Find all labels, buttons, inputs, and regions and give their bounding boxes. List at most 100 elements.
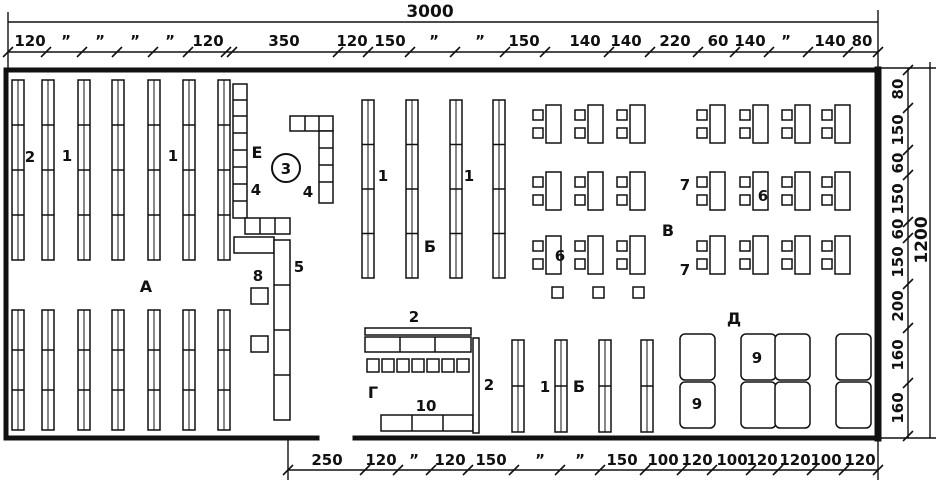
table-group bbox=[739, 171, 769, 211]
zone-g-counters bbox=[364, 327, 480, 434]
zone-label-v: В bbox=[662, 221, 674, 240]
right-dimension-ticks bbox=[902, 64, 914, 442]
shelving-rack bbox=[405, 99, 419, 279]
right-tick bbox=[902, 278, 914, 290]
mark-4-left: 4 bbox=[251, 181, 261, 199]
right-dim-2: 150 bbox=[889, 114, 907, 145]
circle-mark-3 bbox=[271, 153, 301, 183]
table-group bbox=[821, 104, 851, 144]
shelving-rack bbox=[554, 339, 568, 433]
bottom-dimension-ticks bbox=[282, 464, 884, 476]
table-group bbox=[616, 171, 646, 211]
mark-2-left: 2 bbox=[25, 148, 35, 166]
top-dim-8: 120 bbox=[336, 32, 367, 50]
table-group bbox=[532, 235, 562, 275]
top-tick bbox=[404, 46, 416, 58]
top-tick bbox=[802, 46, 814, 58]
bottom-tick bbox=[745, 464, 757, 476]
shelving-rack bbox=[147, 309, 161, 431]
zone-b-racks bbox=[361, 99, 654, 433]
bottom-tick bbox=[554, 464, 566, 476]
top-dim-15: 220 bbox=[659, 32, 690, 50]
right-tick bbox=[902, 216, 914, 228]
mark-7-top: 7 bbox=[680, 176, 690, 194]
top-tick bbox=[332, 46, 344, 58]
bottom-tick bbox=[594, 464, 606, 476]
top-tick bbox=[226, 46, 238, 58]
bottom-dim-4: 120 bbox=[434, 451, 465, 469]
top-dim-6: 120 bbox=[192, 32, 223, 50]
cabinet bbox=[774, 381, 811, 429]
right-dim-8: 160 bbox=[889, 339, 907, 370]
table-group bbox=[781, 104, 811, 144]
top-tick bbox=[40, 46, 52, 58]
right-tick bbox=[902, 377, 914, 389]
zone-label-g: Г bbox=[368, 383, 378, 402]
table-group bbox=[574, 235, 604, 275]
shelving-rack bbox=[217, 79, 231, 261]
right-tick bbox=[902, 430, 914, 442]
table-group bbox=[574, 104, 604, 144]
right-tick bbox=[902, 169, 914, 181]
table-group bbox=[781, 171, 811, 211]
bottom-dim-11: 100 bbox=[716, 451, 747, 469]
overall-length-label: 3000 bbox=[406, 2, 453, 22]
mark-1-b-lower: 1 bbox=[540, 378, 550, 396]
top-tick bbox=[449, 46, 461, 58]
zone-label-d: Д bbox=[727, 309, 741, 328]
bottom-tick bbox=[392, 464, 404, 476]
top-dim-4: ” bbox=[130, 32, 140, 50]
mark-6-right: 6 bbox=[758, 187, 768, 205]
top-dim-17: 140 bbox=[734, 32, 765, 50]
shelving-rack bbox=[41, 309, 55, 431]
bottom-dimension-labels: 250 120 ” 120 150 ” ” 150 100 120 100 12… bbox=[311, 451, 875, 469]
chair bbox=[632, 286, 645, 299]
bottom-dim-14: 100 bbox=[810, 451, 841, 469]
table-group bbox=[739, 235, 769, 275]
mark-4-right: 4 bbox=[303, 183, 313, 201]
mark-1-b1: 1 bbox=[378, 167, 388, 185]
top-tick bbox=[692, 46, 704, 58]
right-tick bbox=[902, 232, 914, 244]
bottom-tick bbox=[462, 464, 474, 476]
mark-1-a2: 1 bbox=[168, 147, 178, 165]
cabinet bbox=[835, 381, 872, 429]
right-dim-3: 60 bbox=[889, 153, 907, 174]
shelving-rack bbox=[182, 309, 196, 431]
overall-depth-label: 1200 bbox=[912, 216, 932, 263]
shelving-rack bbox=[598, 339, 612, 433]
bottom-tick bbox=[639, 464, 651, 476]
bottom-dim-5: 150 bbox=[475, 451, 506, 469]
building-walls bbox=[3, 66, 882, 442]
table-group bbox=[696, 235, 726, 275]
bottom-dim-6: ” bbox=[535, 451, 545, 469]
shelving-rack bbox=[41, 79, 55, 261]
bottom-dim-2: 120 bbox=[365, 451, 396, 469]
zone-e-counter bbox=[232, 83, 291, 235]
table-group bbox=[616, 235, 646, 275]
shelving-rack bbox=[147, 79, 161, 261]
table-group bbox=[696, 104, 726, 144]
bottom-dim-9: 100 bbox=[647, 451, 678, 469]
top-dimension-labels: 120 ” ” ” ” 120 350 120 150 ” ” 150 140 … bbox=[14, 32, 872, 50]
top-dim-5: ” bbox=[165, 32, 175, 50]
bottom-tick bbox=[806, 464, 818, 476]
top-dim-18: ” bbox=[781, 32, 791, 50]
top-tick bbox=[147, 46, 159, 58]
zone-a-racks bbox=[11, 79, 231, 431]
shelving-rack bbox=[77, 309, 91, 431]
counter-5 bbox=[233, 236, 291, 421]
table-group bbox=[532, 104, 562, 144]
table-group bbox=[739, 104, 769, 144]
fixture-marks: 2 1 1 4 4 8 5 1 1 6 6 7 7 2 1 2 9 9 10 bbox=[25, 147, 768, 415]
zone-v-tables bbox=[532, 104, 851, 299]
top-tick bbox=[539, 46, 551, 58]
bottom-tick bbox=[282, 464, 294, 476]
top-tick bbox=[644, 46, 656, 58]
top-dim-1: 120 bbox=[14, 32, 45, 50]
circle-mark-3-label: 3 bbox=[281, 160, 291, 178]
shelving-rack bbox=[111, 309, 125, 431]
shelving-rack bbox=[111, 79, 125, 261]
top-dim-16: 60 bbox=[708, 32, 729, 50]
cash-units-8 bbox=[250, 287, 269, 353]
